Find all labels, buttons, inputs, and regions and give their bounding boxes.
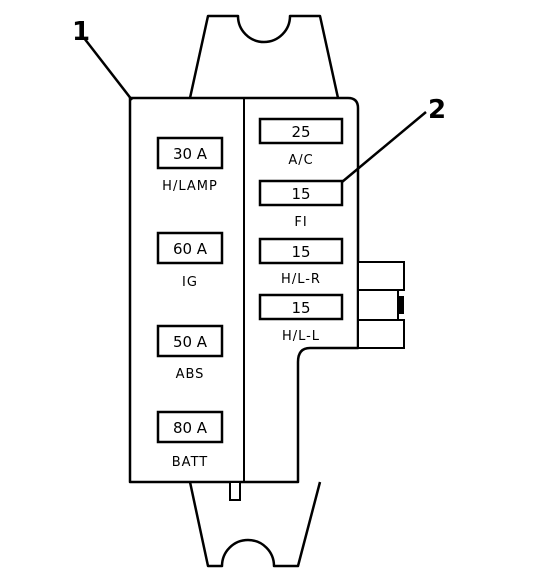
fuse-body bbox=[156, 324, 224, 358]
fuse-fi: 15 FI bbox=[258, 179, 344, 230]
fuse-body bbox=[258, 117, 344, 145]
callout-leader-1 bbox=[83, 37, 133, 101]
callout-number-2: 2 bbox=[428, 95, 446, 125]
fuse-rating: 25 bbox=[291, 123, 310, 141]
callout-leader-2 bbox=[341, 111, 427, 183]
fuse-body bbox=[156, 136, 224, 170]
fuse-ig: 60 A IG bbox=[156, 231, 224, 290]
fuse-label: H/L-L bbox=[282, 329, 320, 344]
fuse-rating: 80 A bbox=[173, 419, 208, 437]
fuse-label: FI bbox=[294, 215, 307, 230]
fuse-body bbox=[258, 179, 344, 207]
fuse-label: H/L-R bbox=[281, 272, 321, 287]
fuse-label: ABS bbox=[176, 367, 205, 382]
fuse-label: IG bbox=[182, 275, 198, 290]
fuse-h-lamp: 30 A H/LAMP bbox=[156, 136, 224, 194]
fuse-batt: 80 A BATT bbox=[156, 410, 224, 470]
fuse-rating: 15 bbox=[291, 299, 310, 317]
fuse-rating: 30 A bbox=[173, 145, 208, 163]
fuse-body bbox=[156, 231, 224, 265]
bottom-tab bbox=[229, 481, 241, 501]
fuse-body bbox=[156, 410, 224, 444]
fuse-body bbox=[258, 237, 344, 265]
side-connector bbox=[357, 261, 405, 349]
fuse-abs: 50 A ABS bbox=[156, 324, 224, 382]
fuse-label: BATT bbox=[172, 455, 208, 470]
fuse-h-l-r: 15 H/L-R bbox=[258, 237, 344, 287]
fuse-a-c: 25 A/C bbox=[258, 117, 344, 168]
fuse-body bbox=[258, 293, 344, 321]
top-mounting-bracket bbox=[188, 14, 340, 99]
bottom-mounting-bracket bbox=[188, 481, 322, 568]
fuse-rating: 15 bbox=[291, 243, 310, 261]
fuse-rating: 15 bbox=[291, 185, 310, 203]
fuse-rating: 50 A bbox=[173, 333, 208, 351]
fuse-h-l-l: 15 H/L-L bbox=[258, 293, 344, 344]
fuse-label: H/LAMP bbox=[162, 179, 218, 194]
fuse-label: A/C bbox=[288, 153, 313, 168]
fuse-rating: 60 A bbox=[173, 240, 208, 258]
